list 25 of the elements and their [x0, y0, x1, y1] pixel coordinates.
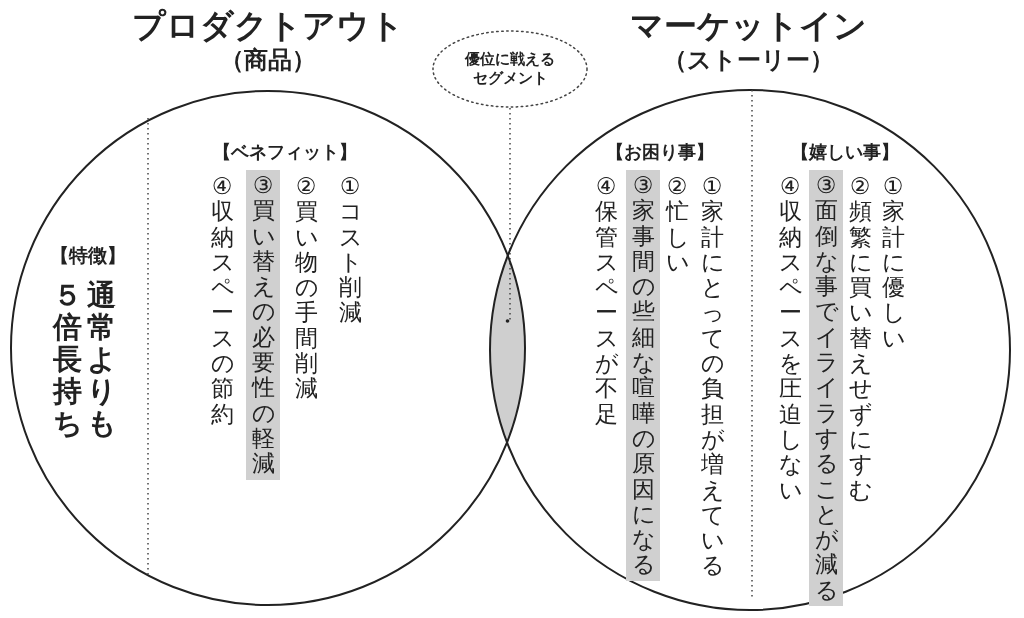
section-heading: 【嬉しい事】: [791, 140, 899, 164]
title-text: （ストーリー）: [662, 45, 834, 76]
title-text: （商品）: [220, 45, 316, 76]
vertical-text: ③家事間の些細な喧嘩の原因になる: [631, 173, 655, 578]
vertical-text: 通常よりも: [86, 280, 116, 440]
vertical-text: ④保管スペースが不足: [594, 174, 618, 427]
section-heading: 【ベネフィット】: [213, 140, 357, 164]
vertical-text: ④収納スペースの節約: [210, 174, 234, 427]
vertical-text: ②買い物の手間削減: [294, 174, 318, 402]
vertical-text: ①コスト削減: [338, 174, 362, 326]
vertical-text: ③買い替えの必要性の軽減: [251, 173, 275, 477]
leader-line: [505, 107, 511, 323]
vertical-text: ④収納スペースを圧迫しない: [778, 174, 802, 503]
callout-text: 優位に戦えるセグメント: [465, 49, 555, 89]
vertical-text: ①家計に優しい: [881, 174, 905, 352]
vertical-text: ②頻繁に買い替えせずにすむ: [848, 174, 872, 503]
callout-bubble: [432, 30, 588, 108]
section-heading: 【特徴】: [50, 243, 126, 268]
vertical-text: ②忙しい: [665, 174, 689, 276]
vertical-text: ５倍長持ち: [52, 280, 82, 440]
vertical-text: ①家計にとっての負担が増えている: [700, 174, 724, 579]
vertical-text: ③面倒な事でイライラすることが減る: [814, 173, 838, 604]
title-text: プロダクトアウト: [132, 5, 404, 47]
section-heading: 【お困り事】: [606, 140, 714, 164]
title-text: マーケットイン: [629, 5, 867, 47]
